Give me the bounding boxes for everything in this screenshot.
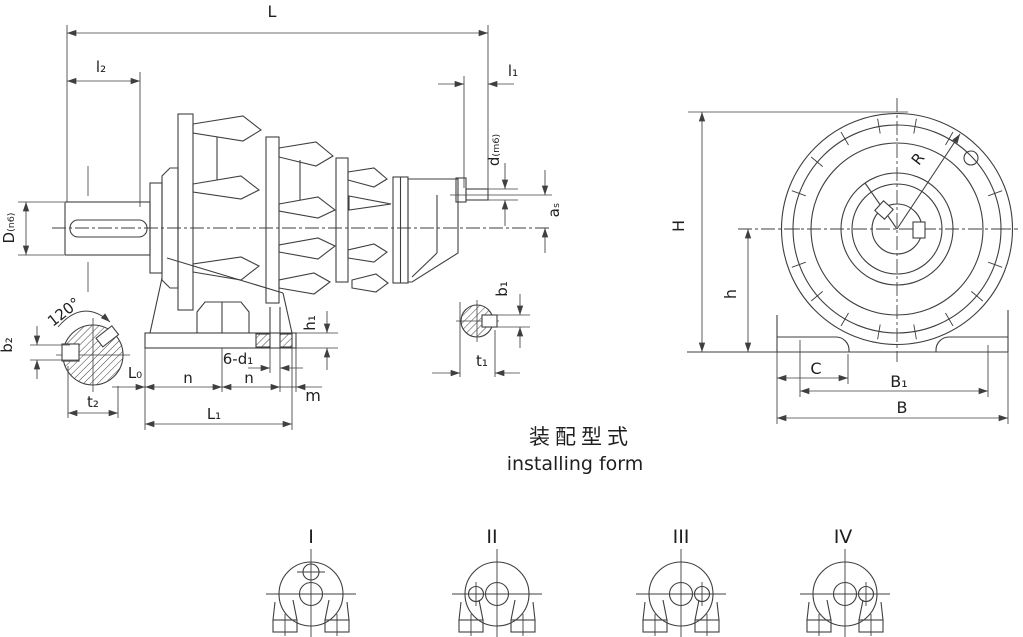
keyway-tilted <box>874 200 894 220</box>
bolt-circle-ticks <box>785 118 1009 340</box>
form-4-label: IV <box>834 526 853 548</box>
housing <box>149 113 489 311</box>
front-view-dimensions <box>688 111 1009 424</box>
front-base <box>687 310 1009 353</box>
dim-label-L0: L₀ <box>128 364 142 382</box>
radius-arrow <box>896 133 961 230</box>
dim-label-n-right: n <box>244 369 254 387</box>
dim-label-L1: L₁ <box>207 405 221 423</box>
output-shaft-section-detail <box>456 300 499 342</box>
caption: 装配型式 installing form <box>507 425 644 475</box>
dim-label-h: h <box>721 289 740 299</box>
side-view-dimensions <box>18 25 549 430</box>
installing-form-4: IV <box>800 526 890 637</box>
keyway-bore <box>912 221 926 239</box>
dim-label-120deg: 120° <box>44 294 84 330</box>
dim-label-H: H <box>669 220 688 232</box>
mounting-base <box>144 257 297 349</box>
front-view: H h R C B₁ B <box>669 98 1018 424</box>
form-2-label: II <box>486 526 497 548</box>
installing-forms: I II <box>266 526 890 637</box>
dim-label-b2: b₂ <box>0 337 16 353</box>
caption-english: installing form <box>507 453 644 475</box>
dim-label-B1: B₁ <box>890 372 907 391</box>
dim-label-h1: h₁ <box>301 315 319 331</box>
dim-label-l1: l₁ <box>508 62 518 80</box>
front-housing <box>780 112 1014 346</box>
dim-label-t2: t₂ <box>87 393 99 411</box>
dim-label-b1: b₁ <box>493 281 511 297</box>
dim-label-R: R <box>908 149 929 168</box>
front-view-centerlines <box>738 98 1018 362</box>
side-view-centerline <box>52 166 552 292</box>
dim-label-d: d₍ₘ₆₎ <box>485 134 503 166</box>
dim-label-D: D₍ₙ₆₎ <box>0 213 18 244</box>
caption-chinese: 装配型式 <box>529 425 633 449</box>
input-shaft <box>64 201 151 256</box>
input-shaft-section-detail <box>56 310 130 392</box>
side-view: L l₂ l₁ D₍ₙ₆₎ d₍ₘ₆₎ aₛ 120° b₂ t₂ L₀ n n… <box>0 2 563 430</box>
dim-label-L: L <box>268 2 277 21</box>
dim-label-6d1: 6-d₁ <box>223 350 254 368</box>
installing-form-1: I <box>266 526 356 637</box>
dim-label-t1: t₁ <box>476 352 488 370</box>
dim-label-C: C <box>810 359 821 378</box>
form-3-label: III <box>673 526 690 548</box>
dim-label-n-left: n <box>183 369 193 387</box>
installing-form-2: II <box>452 526 542 637</box>
dim-label-m: m <box>305 386 321 405</box>
dim-label-l2: l₂ <box>96 58 106 76</box>
form-1-label: I <box>308 526 314 548</box>
dim-label-B: B <box>897 398 908 417</box>
dim-label-as: aₛ <box>545 203 563 218</box>
flange-bolt-hole <box>963 150 979 166</box>
installing-form-3: III <box>636 526 726 637</box>
